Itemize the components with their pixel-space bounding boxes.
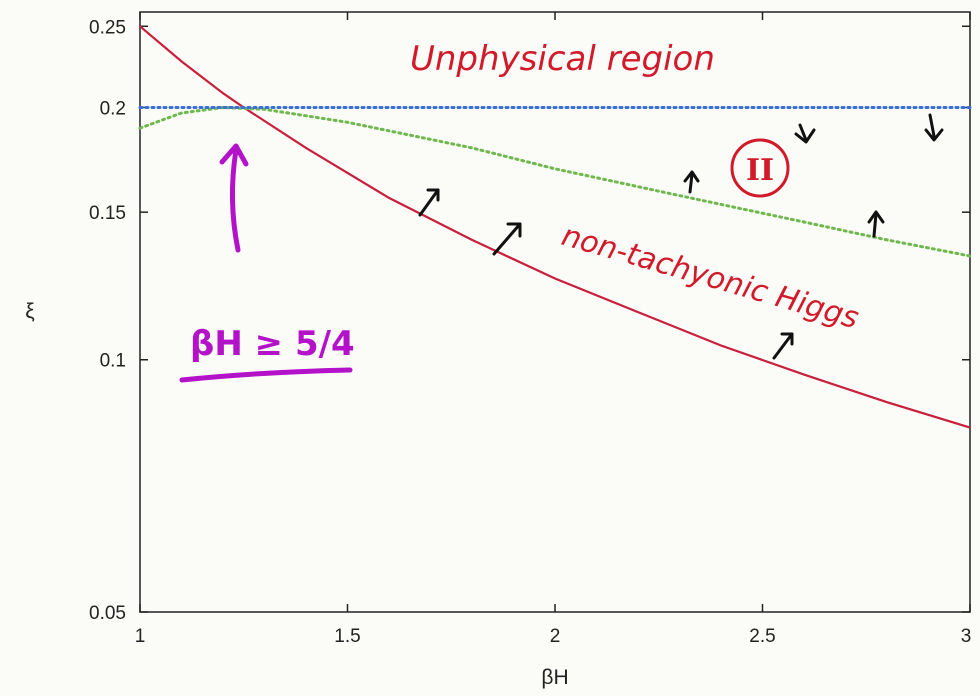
y-tick-label-1: 0.1 [100, 351, 126, 372]
x-tick-label-3: 2.5 [749, 626, 775, 647]
region-ii-circle [730, 138, 790, 198]
beta-condition-label: βH ≥ 5/4 [190, 324, 355, 364]
series-line-0 [139, 25, 971, 429]
non-tachyonic-label: non-tachyonic Higgs [558, 218, 863, 336]
x-tick-label-1: 1.5 [334, 626, 360, 647]
y-axis-label: ξ [25, 300, 34, 323]
ticks-layer: 1 1.5 2 2.5 3 0.05 0.1 0.15 0.2 0.25 [89, 12, 971, 647]
unphysical-region-label: Unphysical region [410, 39, 715, 79]
y-tick-label-4: 0.25 [89, 17, 126, 38]
x-tick-label-2: 2 [550, 626, 561, 647]
y-tick-label-3: 0.2 [100, 98, 126, 119]
x-axis-label: βH [541, 666, 568, 689]
arrow-down-2 [924, 113, 944, 142]
beta-condition-underline [179, 367, 353, 383]
series-layer [138, 25, 972, 429]
series-line-1 [138, 105, 972, 258]
arrow-up-right-3 [772, 332, 794, 360]
arrow-down-1 [794, 123, 816, 144]
region-ii-label: II [746, 153, 774, 188]
x-tick-label-4: 3 [961, 626, 972, 647]
arrow-up-2 [867, 210, 885, 238]
purple-arrow-shaft [229, 147, 241, 253]
purple-arrow-head [219, 143, 249, 167]
y-tick-label-2: 0.15 [89, 203, 126, 224]
annotations: Unphysical region II non-tachyonic Higgs… [179, 39, 944, 383]
arrow-up-1 [683, 170, 700, 194]
x-tick-label-0: 1 [135, 626, 146, 647]
arrow-up-right-2 [492, 222, 522, 256]
y-tick-label-0: 0.05 [89, 603, 126, 624]
region-ii-marker: II [730, 138, 790, 198]
arrow-up-right-1 [418, 188, 440, 217]
